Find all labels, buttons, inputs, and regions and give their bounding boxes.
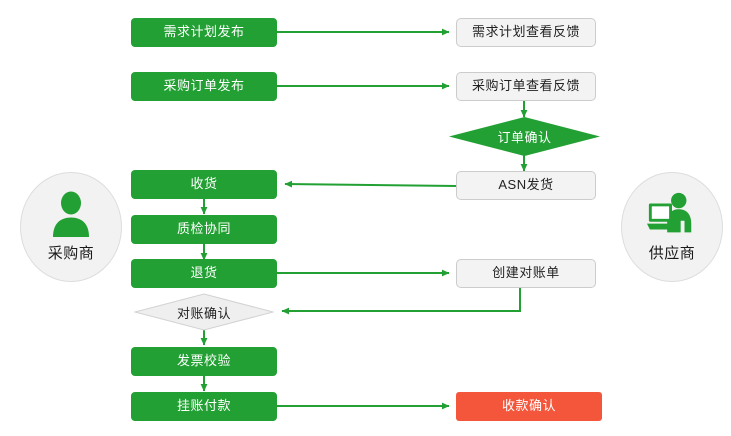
node-demand-plan-feedback[interactable]: 需求计划查看反馈: [456, 18, 596, 47]
node-statement-confirm[interactable]: 对账确认: [133, 293, 275, 331]
diamond-shape: [133, 293, 275, 331]
node-po-feedback[interactable]: 采购订单查看反馈: [456, 72, 596, 101]
node-payment-confirm[interactable]: 收款确认: [456, 392, 602, 421]
node-receive-goods[interactable]: 收货: [131, 170, 277, 199]
node-order-confirm-label: 订单确认: [497, 130, 552, 145]
actor-supplier[interactable]: 供应商: [621, 172, 723, 282]
node-demand-plan-publish[interactable]: 需求计划发布: [131, 18, 277, 47]
actor-buyer-label: 采购商: [47, 245, 95, 262]
node-create-statement[interactable]: 创建对账单: [456, 259, 596, 288]
node-po-publish[interactable]: 采购订单发布: [131, 72, 277, 101]
diamond-shape: [449, 117, 600, 156]
person-icon: [53, 191, 89, 237]
node-quality-collab[interactable]: 质检协同: [131, 215, 277, 244]
edge-asn-to-receive: [284, 180, 457, 188]
node-return-goods[interactable]: 退货: [131, 259, 277, 288]
actor-supplier-label: 供应商: [648, 245, 696, 262]
node-accrual-payment[interactable]: 挂账付款: [131, 392, 277, 421]
node-asn-ship[interactable]: ASN发货: [456, 171, 596, 200]
actor-buyer[interactable]: 采购商: [20, 172, 122, 282]
node-invoice-verify[interactable]: 发票校验: [131, 347, 277, 376]
edge-statement-to-confirm: [281, 288, 521, 315]
node-order-confirm[interactable]: 订单确认: [449, 117, 600, 156]
person-at-computer-icon: [646, 192, 692, 233]
node-statement-confirm-label: 对账确认: [176, 305, 231, 321]
